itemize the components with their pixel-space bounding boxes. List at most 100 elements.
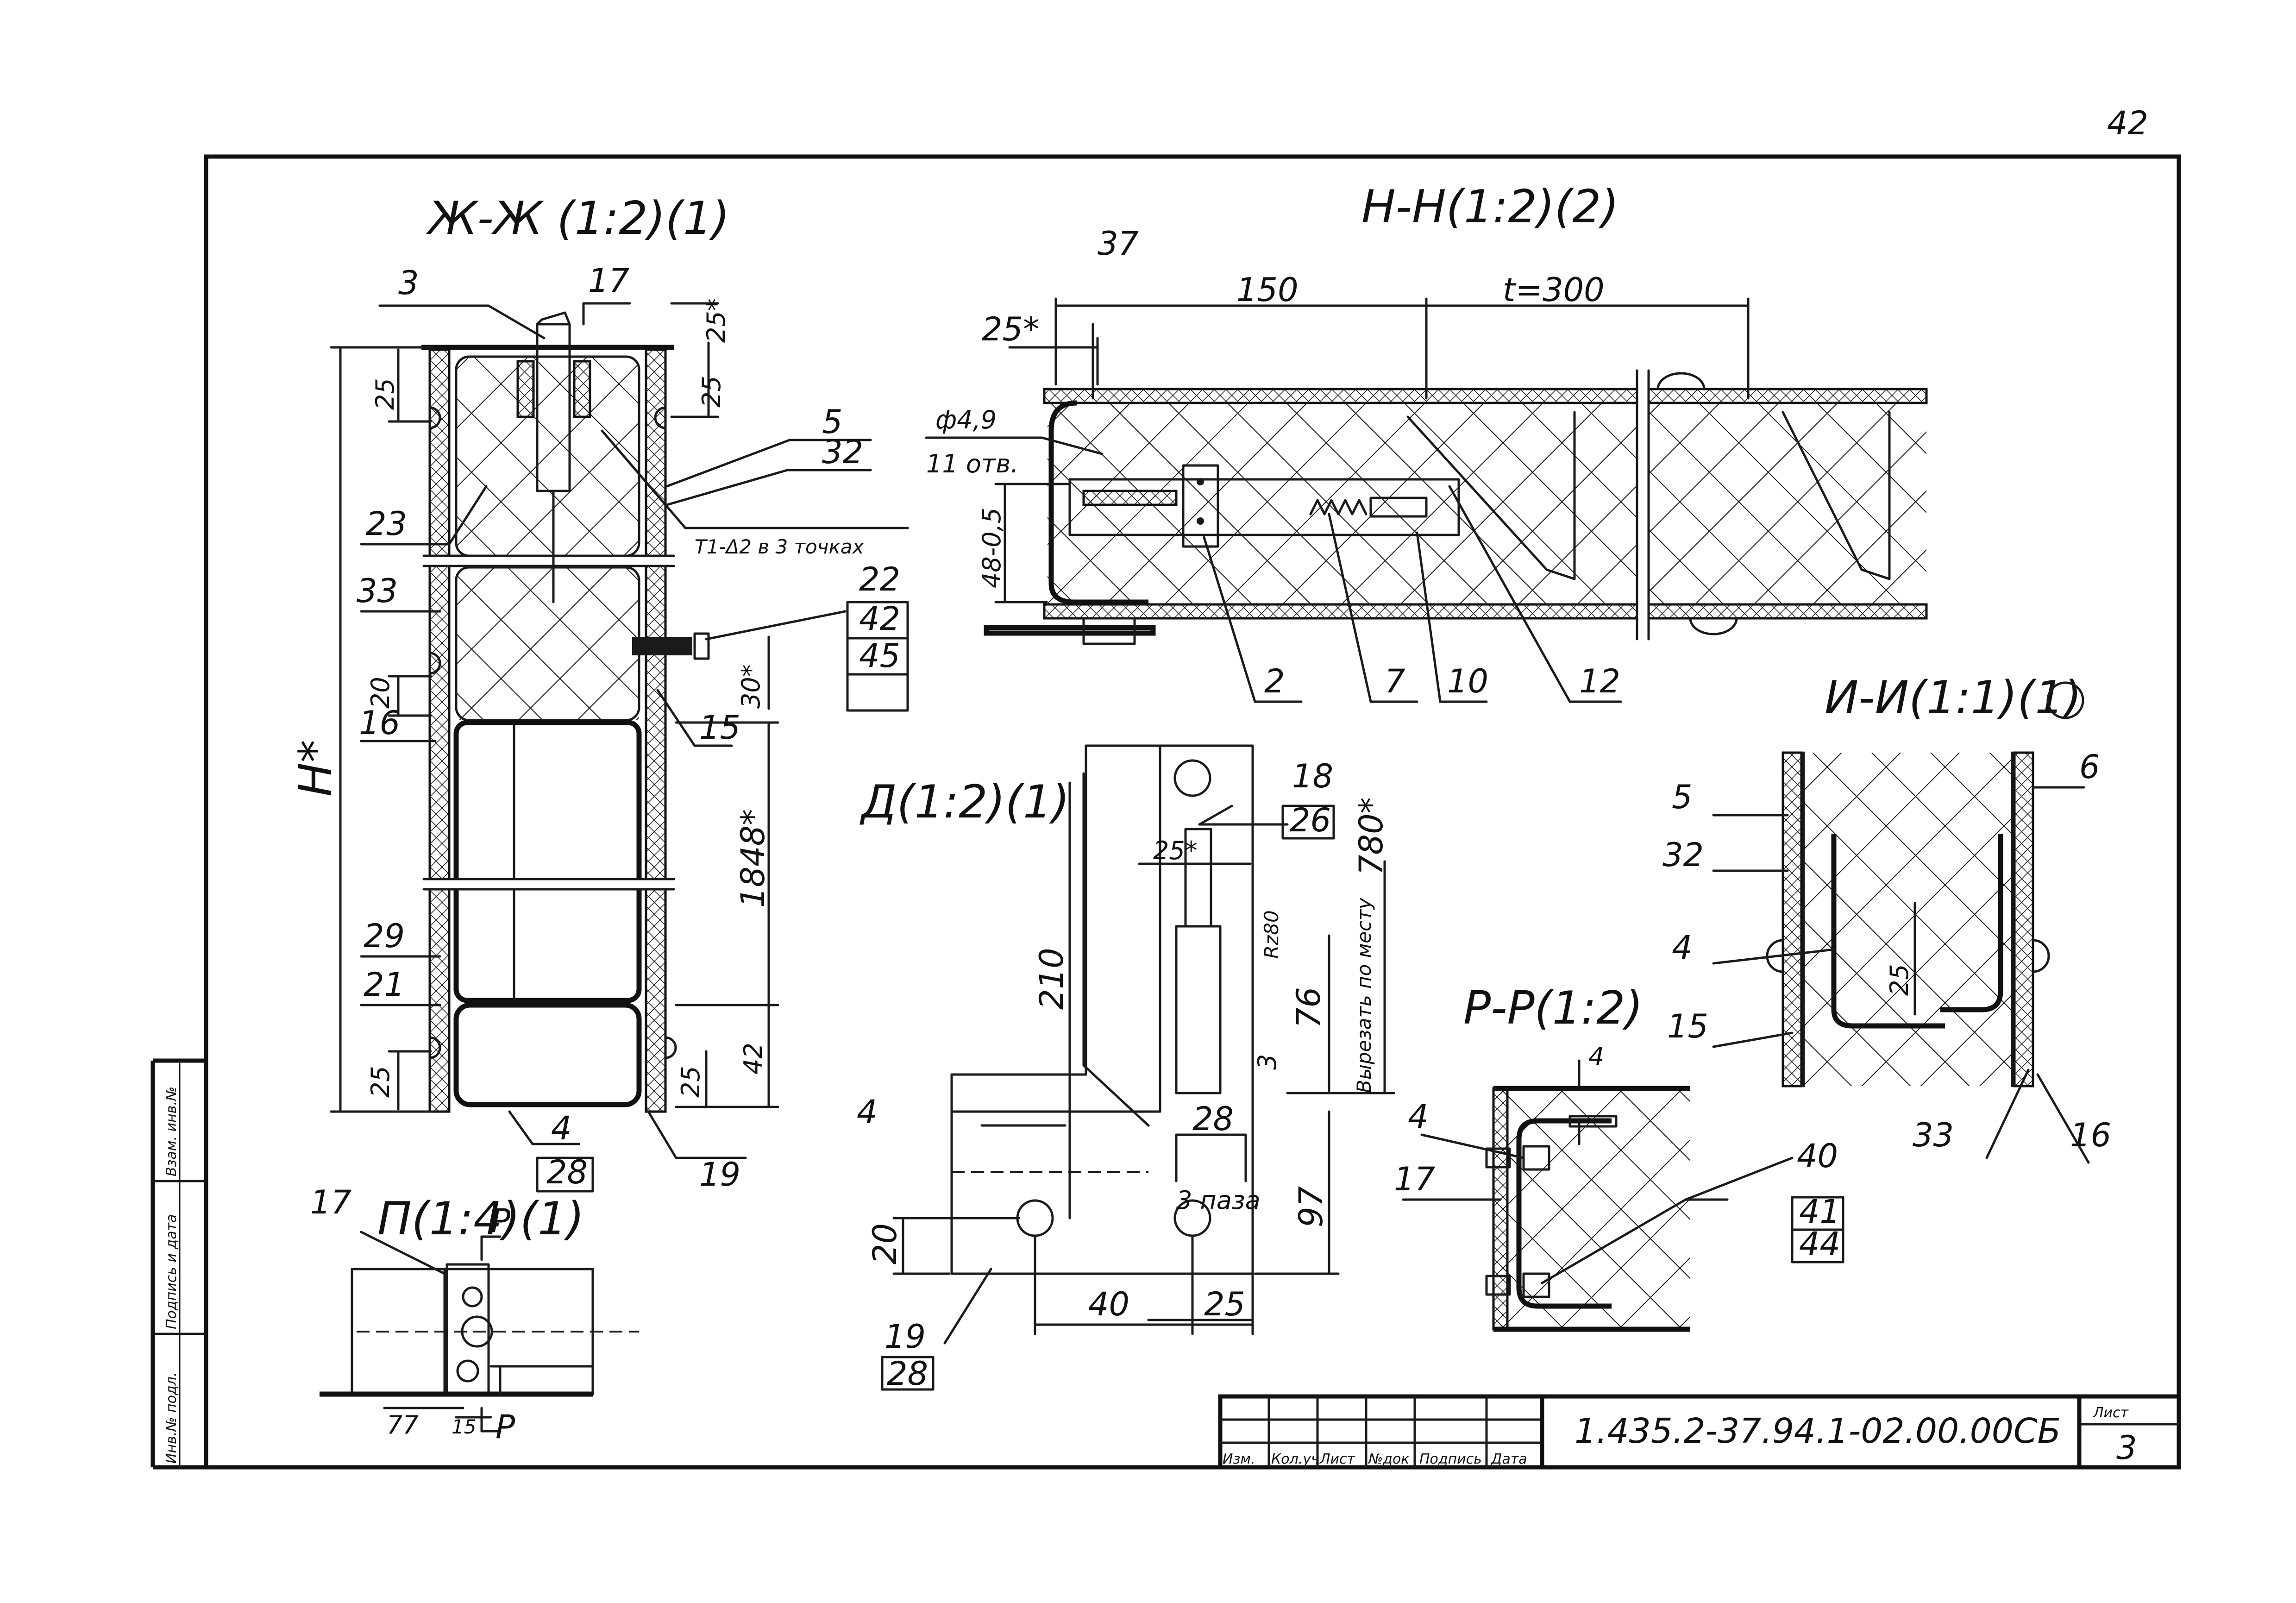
svg-text:25*: 25* (982, 310, 1039, 348)
stamp-signature-date: Подпись и дата (163, 1214, 180, 1330)
col-ndok: №док (1368, 1451, 1409, 1467)
svg-text:25: 25 (366, 1066, 395, 1098)
section-zh-title: Ж-Ж (1:2)(1) (426, 192, 730, 245)
end-profile (1048, 400, 1148, 605)
slot (1175, 925, 1222, 1094)
callout-12: 12 (1579, 662, 1620, 700)
callout-44: 44 (1799, 1225, 1840, 1263)
callout-3: 3 (398, 264, 419, 302)
document-code: 1.435.2-37.94.1-02.00.00СБ (1575, 1411, 2061, 1451)
callout-4i: 4 (1672, 929, 1693, 967)
callout-45: 45 (859, 637, 900, 675)
svg-text:25: 25 (1204, 1285, 1245, 1323)
callout-15i: 15 (1667, 1007, 1708, 1045)
callout-33i: 33 (1913, 1116, 1954, 1154)
dim-150: 150 (1236, 271, 1299, 309)
bottom-box-profile (453, 1002, 642, 1107)
callout-19d: 19 (885, 1318, 926, 1356)
dim-780: 780* (1352, 797, 1390, 875)
right-skin (645, 348, 667, 1113)
dim-28: 28 (1192, 1100, 1234, 1138)
drawing-frame (204, 154, 2181, 1470)
svg-text:3: 3 (1253, 1054, 1282, 1070)
callout-6: 6 (2079, 748, 2100, 786)
section-i-i: И-И(1:1)(1) 5 6 32 4 25 15 33 16 (1662, 672, 2111, 1164)
section-n-title: Н-Н(1:2)(2) (1361, 181, 1619, 233)
section-d: Д(1:2)(1) 18 26 25 (857, 744, 1395, 1393)
section-zh-zh: Ж-Ж (1:2)(1) (289, 192, 909, 1194)
svg-text:15: 15 (452, 1415, 476, 1438)
stamp-replaced-inv: Взам. инв.№ (163, 1087, 180, 1176)
callout-17: 17 (588, 262, 629, 300)
callout-18: 18 (1292, 757, 1333, 795)
weld-note: Т1-Δ2 в 3 точках (695, 535, 865, 558)
svg-text:25: 25 (370, 378, 400, 410)
callout-17r: 17 (1394, 1160, 1435, 1198)
col-kol-uch: Кол.уч (1271, 1451, 1319, 1467)
callout-33: 33 (357, 572, 398, 610)
callout-5i: 5 (1672, 778, 1693, 816)
callout-16i: 16 (2070, 1116, 2111, 1154)
callout-26: 26 (1290, 801, 1331, 839)
svg-text:20: 20 (866, 1223, 904, 1264)
bolt-22 (632, 637, 692, 655)
callout-15: 15 (699, 709, 740, 747)
col-izm: Изм. (1223, 1451, 1255, 1467)
callout-22: 22 (859, 560, 900, 598)
section-d-title: Д(1:2)(1) (859, 776, 1070, 829)
callout-4d: 4 (857, 1093, 878, 1131)
callout-28: 28 (546, 1153, 588, 1191)
callout-2: 2 (1264, 662, 1285, 700)
callout-42: 42 (859, 600, 900, 638)
page-number: 42 (2107, 104, 2148, 142)
callout-17p: 17 (310, 1183, 351, 1221)
callout-32: 32 (822, 433, 863, 471)
col-list: Лист (1319, 1451, 1356, 1467)
callout-40: 40 (1797, 1137, 1838, 1175)
hook-12 (1406, 411, 1576, 580)
angle-profile-4 (1831, 834, 1945, 1029)
col-signature: Подпись (1419, 1451, 1482, 1467)
svg-text:30*: 30* (736, 664, 765, 709)
lock-housing (1068, 478, 1460, 536)
callout-7: 7 (1385, 662, 1405, 700)
foam-core-top (456, 357, 639, 556)
callout-4r: 4 (1408, 1098, 1429, 1136)
dim-76: 76 (1290, 987, 1328, 1028)
callout-41: 41 (1799, 1193, 1840, 1231)
dim-97: 97 (1292, 1186, 1330, 1227)
callout-10: 10 (1447, 662, 1488, 700)
svg-text:25: 25 (1885, 964, 1914, 996)
hole-diameter: ф4,9 (935, 405, 997, 434)
stamp-inv-podl: Инв.№ подл. (163, 1372, 180, 1464)
dim-77: 77 (387, 1410, 419, 1440)
section-r-r: Р-Р(1:2) 4 4 17 40 41 44 (1394, 982, 1844, 1332)
svg-text:25: 25 (676, 1066, 705, 1098)
roughness: Rz80 (1260, 910, 1283, 959)
svg-text:42: 42 (739, 1043, 768, 1075)
dim-48: 48-0,5 (977, 508, 1006, 588)
hole-top (1173, 759, 1211, 797)
dim-H-label: Н* (289, 740, 342, 797)
spring-7 (1309, 499, 1368, 515)
svg-text:4: 4 (1588, 1042, 1604, 1071)
dim-40: 40 (1088, 1285, 1129, 1323)
section-r-title: Р-Р(1:2) (1463, 982, 1643, 1035)
foam-core-mid (456, 567, 639, 720)
callout-4: 4 (551, 1109, 572, 1147)
callout-28d: 28 (887, 1355, 928, 1393)
sheet-number: 3 (2116, 1429, 2137, 1467)
section-i-title: И-И(1:1)(1) (1825, 672, 2082, 724)
svg-text:25: 25 (697, 376, 726, 408)
bracket-outline (950, 744, 1161, 1113)
channel-profile (453, 720, 642, 1003)
dim-t300: t=300 (1503, 271, 1605, 309)
cut-note: Вырезать по месту (1353, 897, 1375, 1093)
svg-text:20: 20 (366, 677, 395, 709)
cut-mark-p-bottom: Р (496, 1408, 515, 1446)
callout-21: 21 (364, 966, 405, 1004)
callout-16: 16 (359, 704, 400, 742)
left-skin (428, 348, 451, 1113)
slots-note: 3 паза (1176, 1186, 1261, 1215)
